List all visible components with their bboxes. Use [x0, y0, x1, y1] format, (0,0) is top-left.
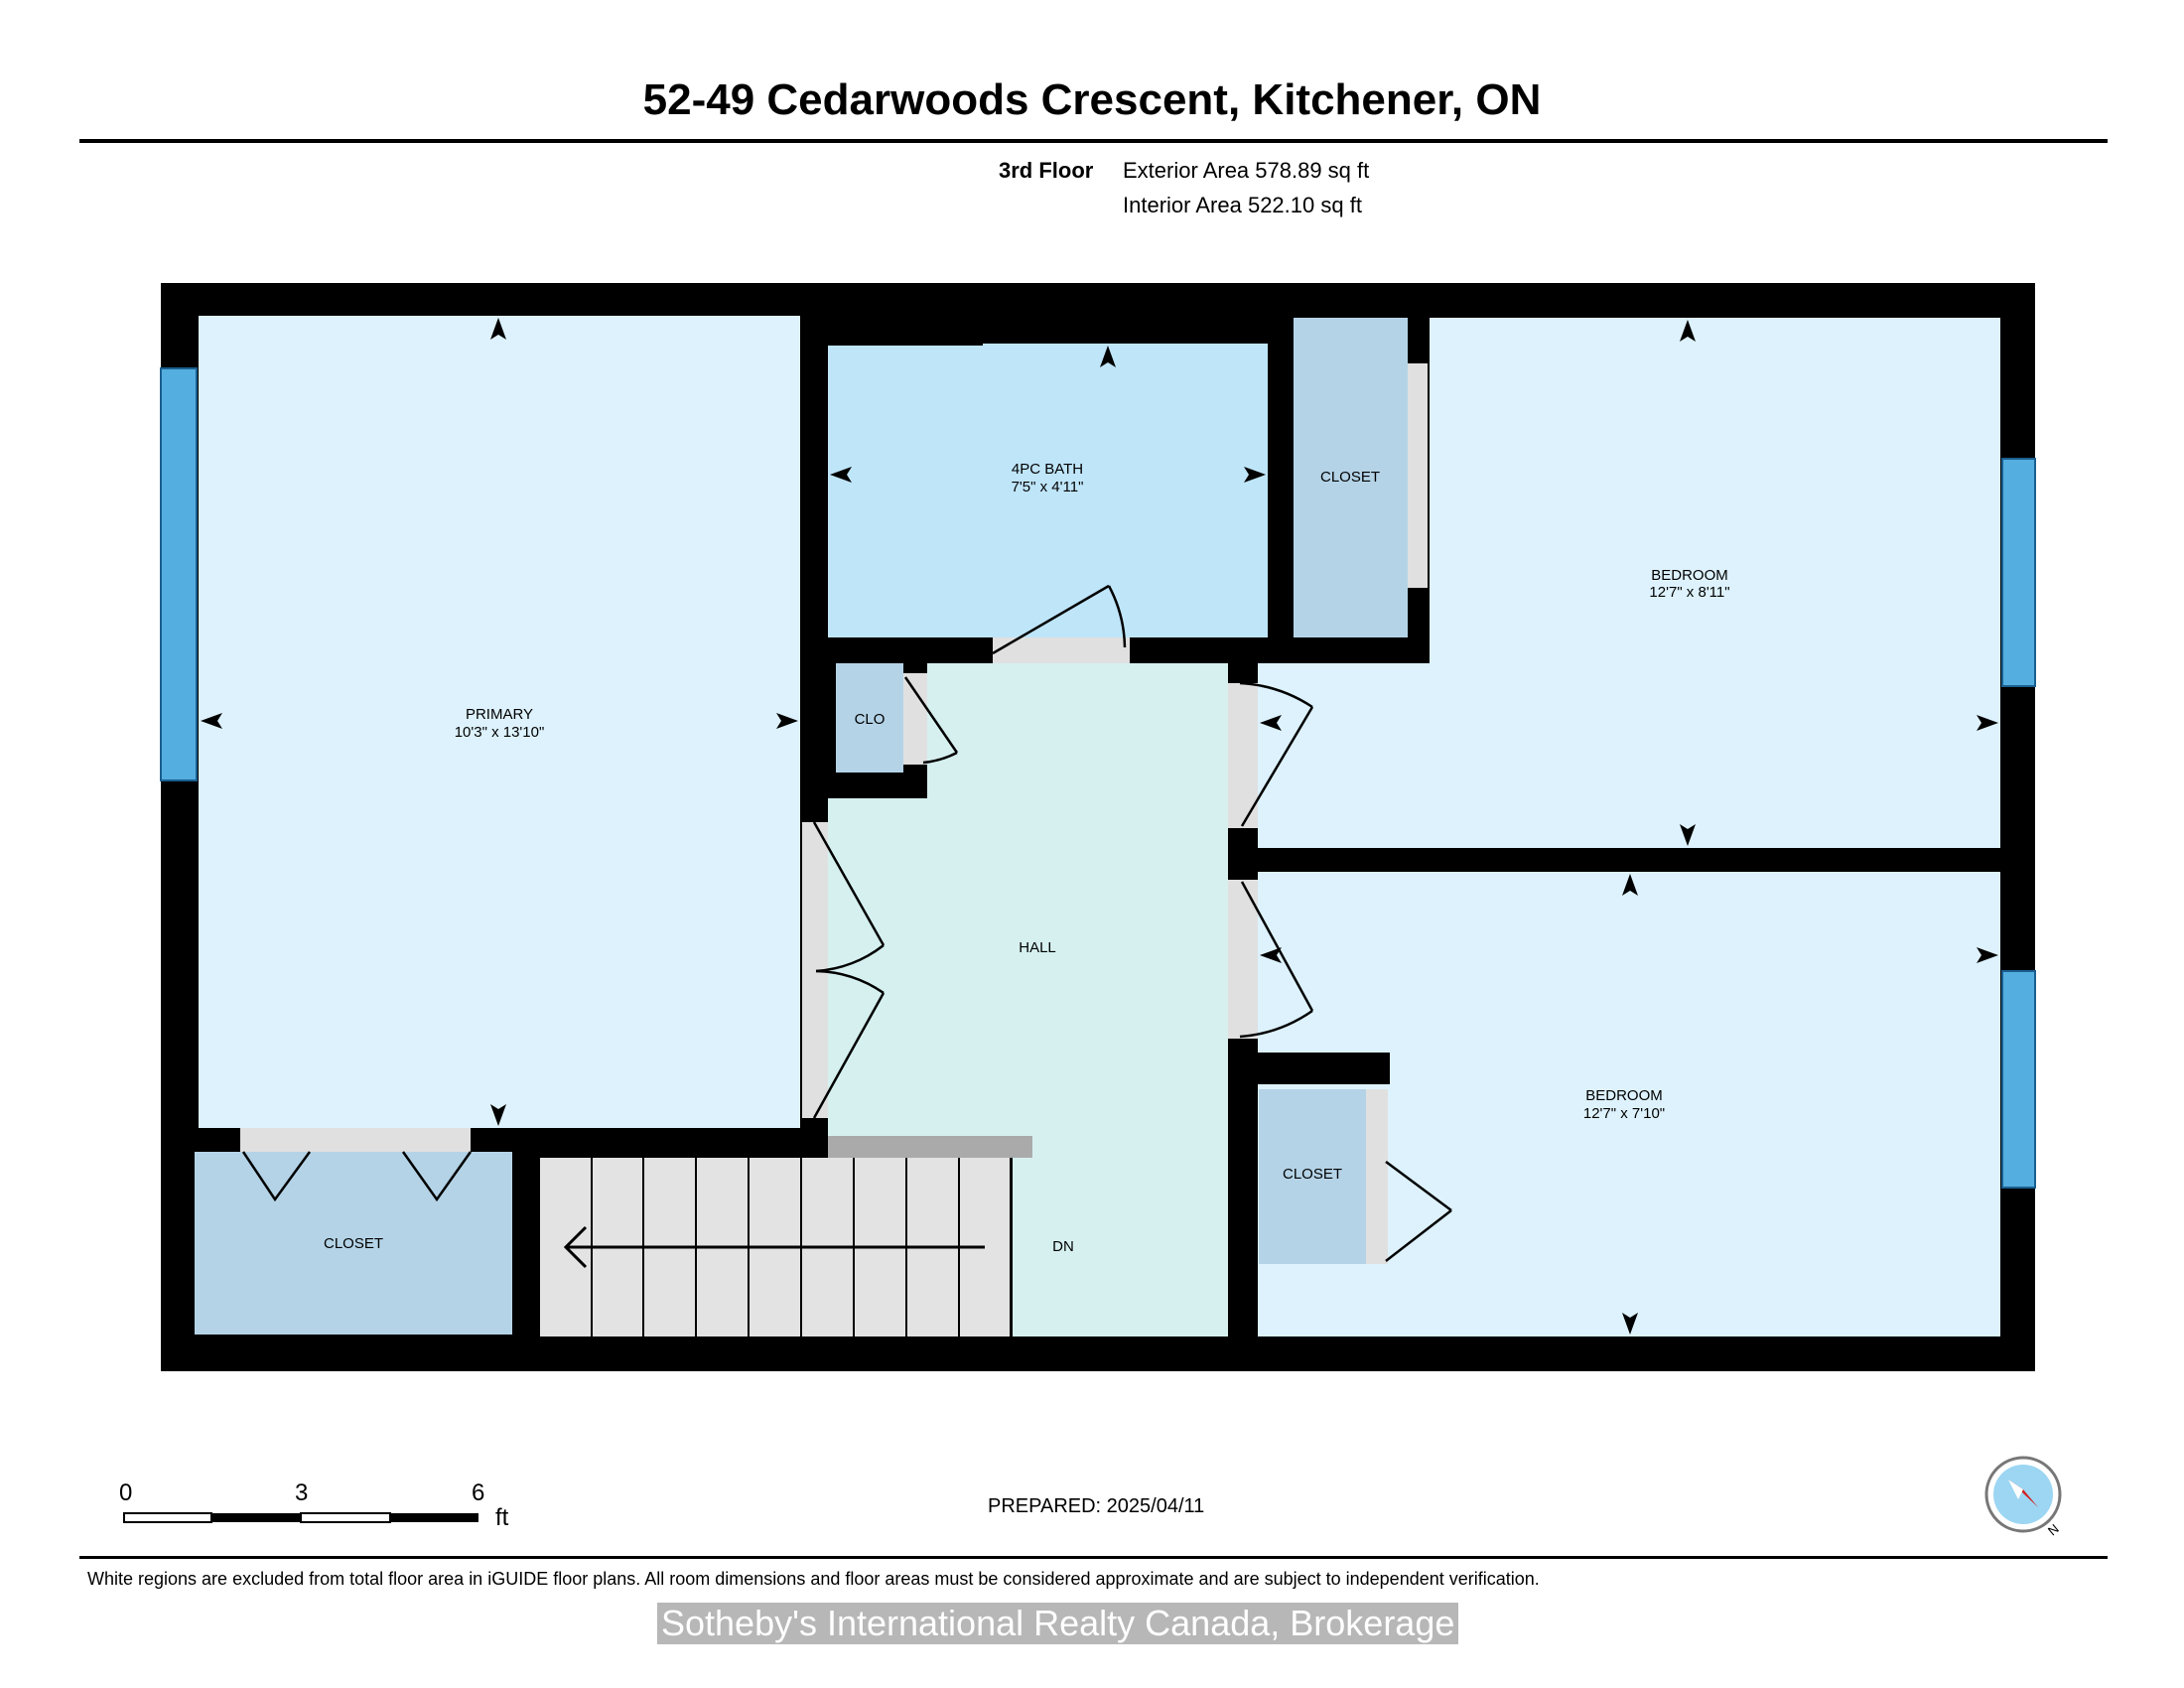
room-label-bedroom-2-closet: CLOSET [1283, 1166, 1342, 1183]
scale-tick-6: 6 [472, 1479, 485, 1506]
room-bedroom-1 [1430, 318, 2000, 848]
room-label-bedroom-1: BEDROOM [1651, 567, 1728, 584]
room-dims-bedroom-2: 12'7" x 7'10" [1583, 1105, 1665, 1122]
scale-tick-3: 3 [295, 1479, 309, 1506]
room-bath-closet [1294, 318, 1408, 637]
room-bath [828, 344, 1268, 637]
scale-tick-0: 0 [119, 1479, 133, 1506]
stairs-label: DN [1052, 1238, 1074, 1255]
exterior-area: Exterior Area 578.89 sq ft [1123, 158, 1370, 183]
room-label-primary-closet: CLOSET [324, 1235, 383, 1252]
room-bedroom-2 [1258, 872, 2000, 1336]
room-dims-bath: 7'5" x 4'11" [1012, 479, 1084, 495]
stair-arrow [563, 1225, 985, 1269]
room-label-bath-closet: CLOSET [1320, 469, 1380, 486]
room-primary [199, 316, 800, 1128]
scale-bar [123, 1512, 478, 1523]
room-label-clo: CLO [855, 711, 886, 728]
dimension-arrows [201, 318, 1998, 1335]
room-dims-bedroom-1: 12'7" x 8'11" [1649, 584, 1729, 601]
footer-divider [79, 1556, 2108, 1559]
scale-unit: ft [495, 1504, 509, 1531]
header-divider [79, 139, 2108, 143]
room-clo [836, 663, 903, 773]
interior-area: Interior Area 522.10 sq ft [1123, 193, 1362, 217]
windows [160, 367, 2036, 1189]
room-labels: PRIMARY 10'3" x 13'10" CLOSET 4PC BATH 7… [324, 461, 1730, 1255]
room-label-bath: 4PC BATH [1012, 461, 1083, 478]
floor-label: 3rd Floor [999, 158, 1094, 183]
room-label-bedroom-2: BEDROOM [1585, 1087, 1663, 1104]
room-primary-closet [195, 1152, 512, 1335]
room-bedroom-2-closet [1259, 1089, 1366, 1264]
disclaimer: White regions are excluded from total fl… [87, 1569, 1540, 1589]
page-title: 52-49 Cedarwoods Crescent, Kitchener, ON [642, 75, 1542, 124]
room-label-primary: PRIMARY [466, 706, 533, 723]
stair-railing [828, 1136, 1032, 1158]
door-swings [241, 584, 1452, 1262]
room-label-hall: HALL [1019, 939, 1056, 956]
room-hall [828, 663, 1228, 1336]
watermark: Sotheby's International Realty Canada, B… [657, 1603, 1459, 1644]
door-openings [240, 363, 1428, 1264]
prepared-date: PREPARED: 2025/04/11 [988, 1495, 1205, 1517]
room-dims-primary: 10'3" x 13'10" [455, 724, 545, 741]
compass-icon: N [1984, 1456, 2062, 1537]
